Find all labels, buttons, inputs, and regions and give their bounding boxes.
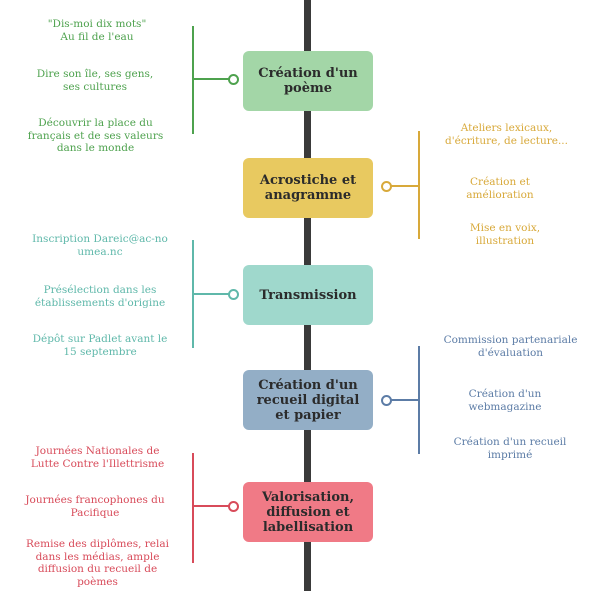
step-3-note-2: Présélection dans les établissements d'o… xyxy=(34,284,166,309)
step-1-box: Création d'un poème xyxy=(243,51,373,111)
step-2-note-3: Mise en voix, illustration xyxy=(469,222,541,247)
bracket-step-5 xyxy=(192,453,194,563)
step-1-note-1: "Dis-moi dix mots" Au fil de l'eau xyxy=(47,18,147,43)
step-4-box: Création d'un recueil digital et papier xyxy=(243,370,373,430)
step-2-note-2: Création et amélioration xyxy=(466,176,534,201)
bracket-step-1 xyxy=(192,26,194,134)
step-4-title: Création d'un recueil digital et papier xyxy=(256,377,360,423)
connector-dot-step-1 xyxy=(228,74,239,85)
step-2-box: Acrostiche et anagramme xyxy=(243,158,373,218)
step-3-title: Transmission xyxy=(259,287,357,303)
step-4-note-1: Commission partenariale d'évaluation xyxy=(443,334,578,359)
step-3-note-1: Inscription Dareic@ac-noumea.nc xyxy=(32,233,168,258)
connector-step-2 xyxy=(390,185,420,187)
step-1-title: Création d'un poème xyxy=(258,66,358,96)
step-3-note-3: Dépôt sur Padlet avant le 15 septembre xyxy=(32,333,168,358)
connector-dot-step-2 xyxy=(381,181,392,192)
step-4-note-2: Création d'un webmagazine xyxy=(468,388,542,413)
step-5-note-2: Journées francophones du Pacifique xyxy=(25,494,165,519)
step-1-note-2: Dire son île, ses gens, ses cultures xyxy=(36,68,154,93)
connector-step-3 xyxy=(192,293,230,295)
step-1-note-3: Découvrir la place du français et de ses… xyxy=(27,117,164,154)
connector-dot-step-5 xyxy=(228,501,239,512)
step-4-note-3: Création d'un recueil imprimé xyxy=(453,436,567,461)
step-5-note-3: Remise des diplômes, relai dans les médi… xyxy=(26,538,169,588)
step-2-title: Acrostiche et anagramme xyxy=(259,173,357,203)
connector-step-1 xyxy=(192,78,230,80)
connector-step-5 xyxy=(192,505,230,507)
connector-dot-step-3 xyxy=(228,289,239,300)
connector-step-4 xyxy=(390,399,420,401)
step-5-box: Valorisation, diffusion et labellisation xyxy=(243,482,373,542)
connector-dot-step-4 xyxy=(381,395,392,406)
step-5-note-1: Journées Nationales de Lutte Contre l'Il… xyxy=(30,445,165,470)
step-2-note-1: Ateliers lexicaux, d'écriture, de lectur… xyxy=(445,122,568,147)
step-5-title: Valorisation, diffusion et labellisation xyxy=(261,489,355,535)
step-3-box: Transmission xyxy=(243,265,373,325)
